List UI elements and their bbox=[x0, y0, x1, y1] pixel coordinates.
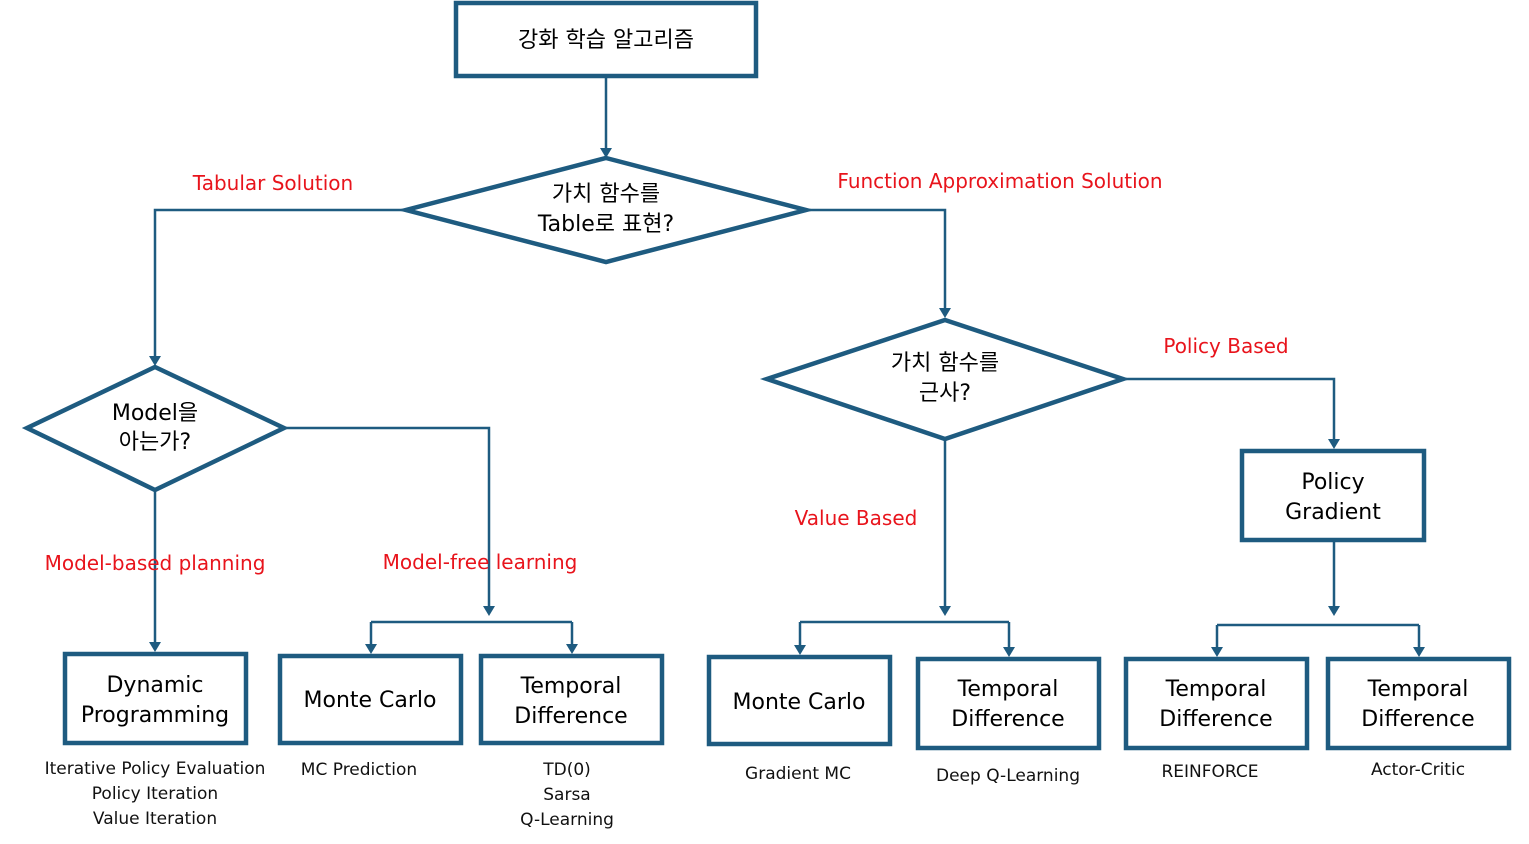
decision-model-line2: 아는가? bbox=[119, 430, 191, 455]
leaf-temporal-difference-pg-1: Temporal Difference REINFORCE bbox=[1123, 656, 1310, 782]
edge-label-value-based: Value Based bbox=[795, 506, 918, 530]
dp-note-2: Policy Iteration bbox=[92, 784, 218, 804]
td-pg1-line1: Temporal bbox=[1165, 677, 1267, 702]
leaf-temporal-difference-pg-2: Temporal Difference Actor-Critic bbox=[1325, 656, 1512, 780]
edge-label-model-free: Model-free learning bbox=[383, 550, 578, 574]
td-tab-note-2: Sarsa bbox=[543, 785, 590, 805]
policy-gradient-line1: Policy bbox=[1301, 470, 1364, 495]
dp-line1: Dynamic bbox=[106, 673, 203, 698]
mc-approx-label: Monte Carlo bbox=[733, 690, 866, 715]
dp-note-3: Value Iteration bbox=[93, 809, 217, 829]
dp-note-1: Iterative Policy Evaluation bbox=[45, 759, 266, 779]
td-pg1-line2: Difference bbox=[1159, 707, 1272, 732]
edge-label-model-based: Model-based planning bbox=[45, 551, 266, 575]
td-approx-note-1: Deep Q-Learning bbox=[936, 766, 1080, 786]
td-tab-note-1: TD(0) bbox=[542, 760, 591, 780]
leaf-temporal-difference-tabular: Temporal Difference TD(0) Sarsa Q-Learni… bbox=[478, 653, 665, 830]
decision-model-line1: Model을 bbox=[112, 401, 198, 426]
mc-approx-note-1: Gradient MC bbox=[745, 764, 851, 784]
root-node: 강화 학습 알고리즘 bbox=[453, 0, 759, 79]
td-tab-line1: Temporal bbox=[520, 674, 622, 699]
decision-approx-line2: 근사? bbox=[919, 381, 971, 406]
mc-tab-label: Monte Carlo bbox=[304, 688, 437, 713]
decision-table-line2: Table로 표현? bbox=[537, 212, 674, 237]
td-tab-line2: Difference bbox=[514, 704, 627, 729]
connectors bbox=[149, 78, 1425, 657]
edge-label-function-approx: Function Approximation Solution bbox=[837, 169, 1162, 193]
leaf-dynamic-programming: Dynamic Programming Iterative Policy Eva… bbox=[45, 651, 266, 829]
mc-tab-note-1: MC Prediction bbox=[301, 760, 417, 780]
leaf-monte-carlo-approx: Monte Carlo Gradient MC bbox=[706, 654, 893, 784]
dp-line2: Programming bbox=[81, 703, 229, 728]
td-pg2-line1: Temporal bbox=[1367, 677, 1469, 702]
leaf-temporal-difference-approx: Temporal Difference Deep Q-Learning bbox=[915, 656, 1102, 786]
td-approx-line2: Difference bbox=[951, 707, 1064, 732]
decision-approx-node: 가치 함수를 근사? bbox=[759, 317, 1131, 442]
decision-table-line1: 가치 함수를 bbox=[552, 182, 660, 207]
decision-table-node: 가치 함수를 Table로 표현? bbox=[397, 155, 815, 265]
td-pg2-note-1: Actor-Critic bbox=[1371, 760, 1465, 780]
td-pg1-note-1: REINFORCE bbox=[1161, 762, 1258, 782]
policy-gradient-node: Policy Gradient bbox=[1239, 448, 1427, 543]
policy-gradient-line2: Gradient bbox=[1285, 500, 1381, 525]
root-label: 강화 학습 알고리즘 bbox=[518, 28, 694, 53]
decision-model-node: Model을 아는가? bbox=[21, 364, 290, 493]
td-pg2-line2: Difference bbox=[1361, 707, 1474, 732]
td-tab-note-3: Q-Learning bbox=[520, 810, 614, 830]
td-approx-line1: Temporal bbox=[957, 677, 1059, 702]
edge-label-policy-based: Policy Based bbox=[1163, 334, 1288, 358]
leaf-monte-carlo-tabular: Monte Carlo MC Prediction bbox=[277, 653, 464, 780]
decision-approx-line1: 가치 함수를 bbox=[891, 351, 999, 376]
edge-label-tabular: Tabular Solution bbox=[192, 171, 353, 195]
